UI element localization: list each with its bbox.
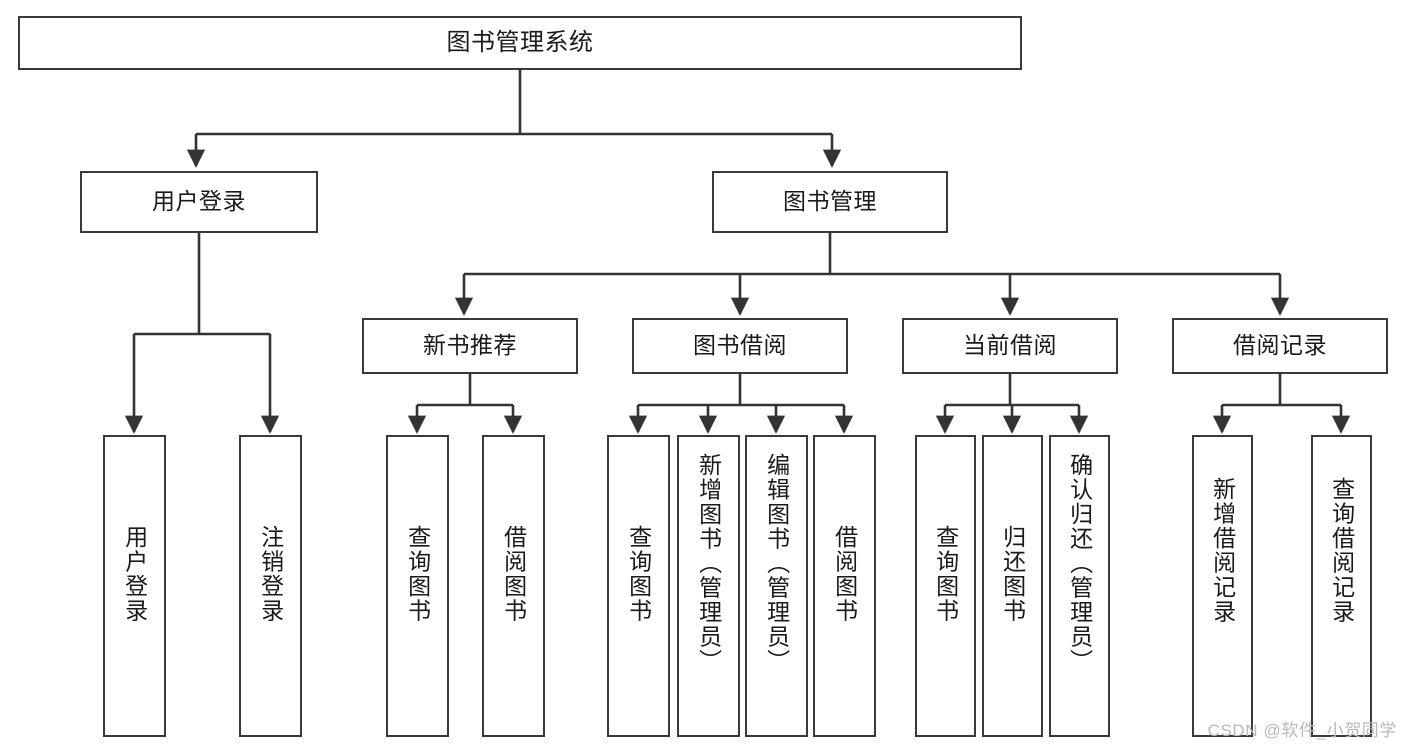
leaf-query-book-current[interactable]: 查询图书 [915, 435, 976, 737]
connector-borrow-record-children [1212, 374, 1351, 434]
node-label: 新增图书（管理员） [695, 453, 722, 674]
node-label: 查询图书 [625, 525, 652, 623]
leaf-logout[interactable]: 注销登录 [239, 435, 302, 737]
leaf-confirm-return-admin[interactable]: 确认归还（管理员） [1049, 435, 1110, 737]
node-label: 图书借阅 [693, 332, 787, 359]
connector-book-borrow-children [628, 374, 854, 434]
node-root-system[interactable]: 图书管理系统 [18, 16, 1022, 70]
leaf-add-book-admin[interactable]: 新增图书（管理员） [677, 435, 740, 737]
node-label: 查询借阅记录 [1328, 477, 1355, 624]
node-label: 新书推荐 [423, 332, 517, 359]
node-label: 借阅记录 [1233, 332, 1327, 359]
connector-root-to-level2 [186, 70, 842, 168]
node-label: 归还图书 [999, 525, 1026, 623]
leaf-query-book-recommend[interactable]: 查询图书 [386, 435, 449, 737]
leaf-edit-book-admin[interactable]: 编辑图书（管理员） [745, 435, 808, 737]
node-book-borrow[interactable]: 图书借阅 [632, 318, 848, 374]
leaf-query-book-borrow[interactable]: 查询图书 [607, 435, 670, 737]
connector-new-book-children [407, 374, 523, 434]
leaf-borrow-book-borrow[interactable]: 借阅图书 [813, 435, 876, 737]
node-label: 新增借阅记录 [1209, 477, 1236, 624]
node-label: 查询图书 [404, 525, 431, 623]
node-label: 借阅图书 [500, 525, 527, 623]
node-label: 确认归还（管理员） [1066, 453, 1093, 674]
node-book-manage[interactable]: 图书管理 [712, 171, 948, 233]
leaf-add-borrow-record[interactable]: 新增借阅记录 [1192, 435, 1253, 737]
node-label: 图书管理系统 [446, 28, 594, 56]
leaf-user-login[interactable]: 用户登录 [103, 435, 166, 737]
connector-book-manage-children [454, 233, 1290, 316]
node-label: 注销登录 [257, 525, 284, 623]
leaf-return-book[interactable]: 归还图书 [982, 435, 1043, 737]
node-label: 图书管理 [783, 188, 877, 215]
node-label: 借阅图书 [831, 525, 858, 623]
watermark-text: CSDN @软件_小贺同学 [1207, 721, 1397, 740]
node-label: 查询图书 [932, 525, 959, 623]
node-user-login[interactable]: 用户登录 [80, 171, 318, 233]
node-label: 用户登录 [152, 188, 246, 215]
node-borrow-record[interactable]: 借阅记录 [1172, 318, 1388, 374]
node-label: 当前借阅 [963, 332, 1057, 359]
leaf-borrow-book-recommend[interactable]: 借阅图书 [482, 435, 545, 737]
node-label: 编辑图书（管理员） [763, 453, 790, 674]
leaf-query-borrow-record[interactable]: 查询借阅记录 [1311, 435, 1372, 737]
node-new-book-recommend[interactable]: 新书推荐 [362, 318, 578, 374]
connector-user-login-children [124, 233, 280, 434]
node-label: 用户登录 [121, 525, 148, 623]
connector-current-borrow-children [935, 374, 1089, 434]
node-current-borrow[interactable]: 当前借阅 [902, 318, 1118, 374]
